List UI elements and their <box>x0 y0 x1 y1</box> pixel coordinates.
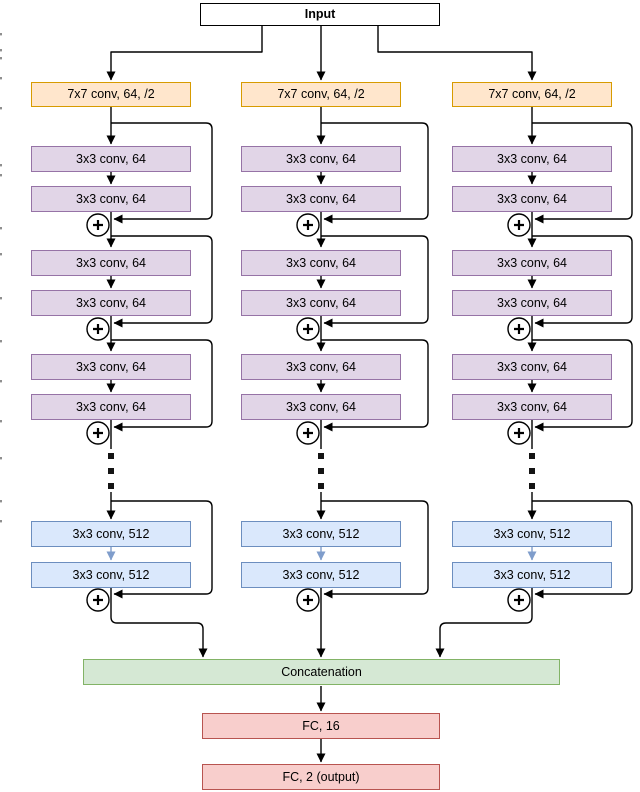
conv512-box-middle: 3x3 conv, 512 <box>241 562 401 588</box>
conv64-box-right: 3x3 conv, 64 <box>452 290 612 316</box>
conv64-box-right: 3x3 conv, 64 <box>452 250 612 276</box>
concatenation-box: Concatenation <box>83 659 560 685</box>
page-edge-artifact <box>0 420 2 423</box>
plus-icon <box>303 595 313 605</box>
fc16-box: FC, 16 <box>202 713 440 739</box>
skip-connection <box>532 500 633 599</box>
page-edge-artifact <box>0 227 2 230</box>
input-to-right-branch <box>377 26 537 81</box>
conv7-box-middle: 7x7 conv, 64, /2 <box>241 82 401 107</box>
page-edge-artifact <box>0 253 2 256</box>
page-edge-artifact <box>0 174 2 177</box>
ellipsis-dots <box>108 468 114 474</box>
conv512-box-left: 3x3 conv, 512 <box>31 521 191 547</box>
page-edge-artifact <box>0 500 2 503</box>
plus-icon <box>93 428 103 438</box>
conv7-box-left: 7x7 conv, 64, /2 <box>31 82 191 107</box>
conv512-box-right: 3x3 conv, 512 <box>452 521 612 547</box>
input-to-left-branch <box>106 26 263 81</box>
skip-connection <box>111 500 213 599</box>
plus-icon <box>303 324 313 334</box>
page-edge-artifact <box>0 77 2 80</box>
ellipsis-dots <box>529 468 535 474</box>
conv64-box-middle: 3x3 conv, 64 <box>241 394 401 420</box>
plus-icon <box>514 324 524 334</box>
plus-icon <box>514 220 524 230</box>
skip-connection <box>532 339 633 432</box>
page-edge-artifact <box>0 33 2 36</box>
page-edge-artifact <box>0 57 2 60</box>
ellipsis-dots <box>108 483 114 489</box>
ellipsis-dots <box>318 468 324 474</box>
skip-connection <box>321 339 429 432</box>
input-box: Input <box>200 3 440 26</box>
page-edge-artifact <box>0 380 2 383</box>
conv64-box-middle: 3x3 conv, 64 <box>241 146 401 172</box>
conv64-box-left: 3x3 conv, 64 <box>31 186 191 212</box>
skip-connection <box>321 122 429 224</box>
right-branch-to-concat <box>435 588 533 658</box>
page-edge-artifact <box>0 107 2 110</box>
conv64-box-left: 3x3 conv, 64 <box>31 394 191 420</box>
skip-connection <box>321 500 429 599</box>
ellipsis-dots <box>318 453 324 459</box>
page-edge-artifact <box>0 49 2 52</box>
conv64-box-right: 3x3 conv, 64 <box>452 186 612 212</box>
ellipsis-dots <box>318 483 324 489</box>
conv64-box-middle: 3x3 conv, 64 <box>241 186 401 212</box>
plus-icon <box>514 428 524 438</box>
plus-icon <box>93 324 103 334</box>
conv512-box-right: 3x3 conv, 512 <box>452 562 612 588</box>
skip-connection <box>532 122 633 224</box>
plus-icon <box>93 220 103 230</box>
page-edge-artifact <box>0 340 2 343</box>
page-edge-artifact <box>0 457 2 460</box>
skip-connection <box>111 122 213 224</box>
conv64-box-right: 3x3 conv, 64 <box>452 394 612 420</box>
conv64-box-left: 3x3 conv, 64 <box>31 290 191 316</box>
conv64-box-left: 3x3 conv, 64 <box>31 354 191 380</box>
left-branch-to-concat <box>110 588 208 658</box>
conv64-box-left: 3x3 conv, 64 <box>31 250 191 276</box>
plus-icon <box>303 220 313 230</box>
page-edge-artifact <box>0 520 2 523</box>
conv512-box-left: 3x3 conv, 512 <box>31 562 191 588</box>
skip-connection <box>532 235 633 328</box>
conv64-box-middle: 3x3 conv, 64 <box>241 354 401 380</box>
conv64-box-middle: 3x3 conv, 64 <box>241 250 401 276</box>
skip-connection <box>111 235 213 328</box>
page-edge-artifact <box>0 297 2 300</box>
fc2-output-box: FC, 2 (output) <box>202 764 440 790</box>
conv64-box-right: 3x3 conv, 64 <box>452 146 612 172</box>
plus-icon <box>93 595 103 605</box>
ellipsis-dots <box>108 453 114 459</box>
page-edge-artifact <box>0 164 2 167</box>
plus-icon <box>303 428 313 438</box>
ellipsis-dots <box>529 483 535 489</box>
conv7-box-right: 7x7 conv, 64, /2 <box>452 82 612 107</box>
conv64-box-right: 3x3 conv, 64 <box>452 354 612 380</box>
conv64-box-middle: 3x3 conv, 64 <box>241 290 401 316</box>
conv64-box-left: 3x3 conv, 64 <box>31 146 191 172</box>
skip-connection <box>111 339 213 432</box>
skip-connection <box>321 235 429 328</box>
ellipsis-dots <box>529 453 535 459</box>
plus-icon <box>514 595 524 605</box>
conv512-box-middle: 3x3 conv, 512 <box>241 521 401 547</box>
